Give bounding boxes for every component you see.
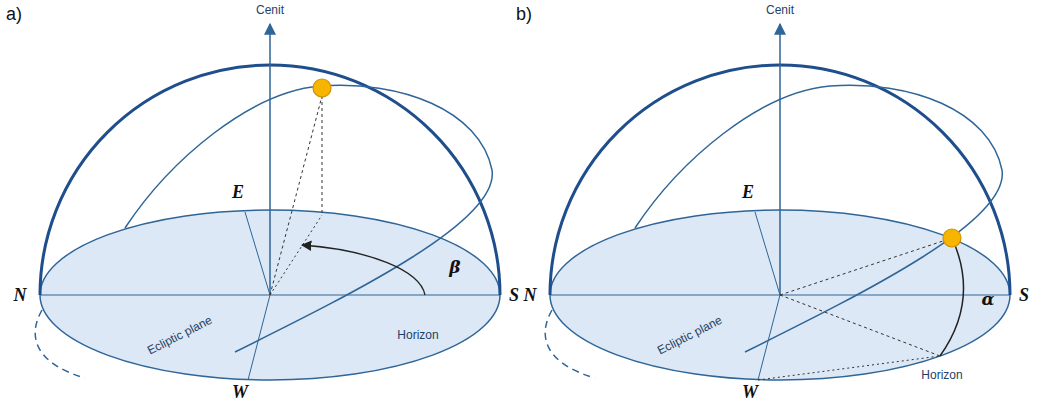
horizon-label: Horizon [921,369,962,383]
cardinal-point: W [742,382,758,403]
zenith-label: Cenit [256,4,284,18]
cardinal-point: N [14,285,27,306]
angle-symbol: β [449,258,460,278]
cardinal-point: E [232,182,244,203]
cardinal-point: N [524,285,537,306]
panel-b [545,24,1010,380]
panel-a [35,24,500,380]
panel-letter: a) [6,4,22,25]
zenith-label: Cenit [766,4,794,18]
horizon-label: Horizon [397,329,438,343]
panel-letter: b) [516,4,532,25]
cardinal-point: W [232,382,248,403]
cardinal-point: E [742,182,754,203]
cardinal-point: S [1019,285,1029,306]
angle-symbol: α [981,290,994,310]
cardinal-point: S [509,285,519,306]
